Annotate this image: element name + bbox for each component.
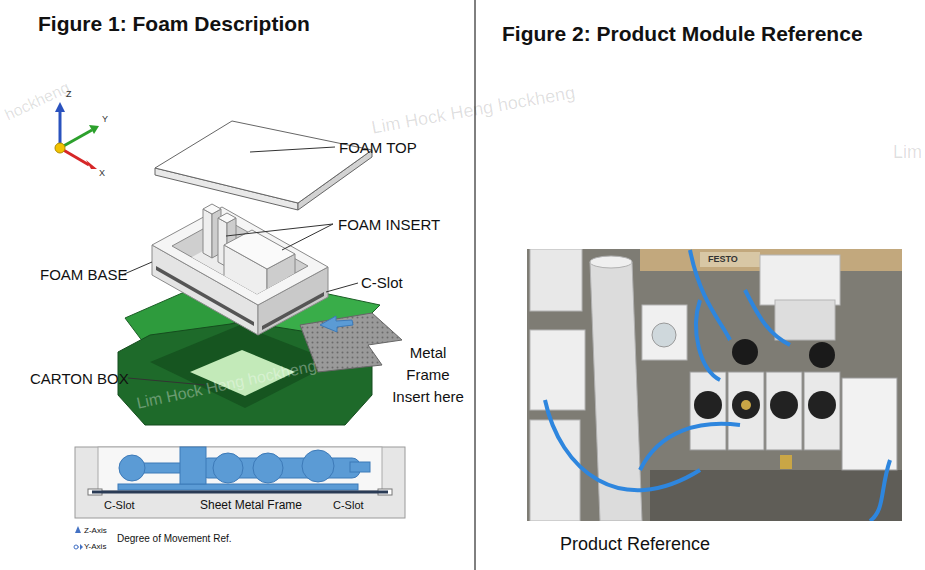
product-part — [213, 453, 243, 483]
z-axis-line — [59, 110, 62, 148]
photo-knob — [770, 391, 798, 419]
panel-heading: Figure 2: Product Module Reference — [502, 22, 863, 46]
part-label: Metal Frame Insert here — [388, 342, 468, 408]
photo-tube — [745, 290, 790, 345]
part-label: FOAM INSERT — [338, 216, 440, 233]
photo-valve — [766, 372, 802, 450]
photo-knob — [694, 391, 722, 419]
axis-letter: X — [99, 168, 105, 178]
leader-line — [326, 283, 358, 292]
photo-tube — [870, 460, 890, 521]
photo-valve — [842, 378, 897, 470]
photo-valve — [804, 372, 840, 450]
photo-bowl — [652, 323, 676, 347]
legend-sample — [80, 544, 83, 550]
photo-cylinder — [590, 262, 642, 521]
foam-top — [155, 121, 372, 203]
legend-sample — [75, 526, 81, 533]
photo-fitting — [780, 455, 792, 469]
photo-block — [530, 330, 585, 410]
legend-sample — [74, 545, 78, 549]
axis-origin — [55, 143, 65, 153]
insert-arrow — [320, 316, 353, 332]
photo-knob — [808, 391, 836, 419]
product-part — [302, 450, 334, 482]
photo-knob — [732, 339, 758, 365]
figure-title: Figure 1: Foam Description — [38, 12, 310, 36]
product-plate — [118, 484, 358, 490]
watermark: hockheng — [2, 79, 73, 125]
foam-insert-post — [218, 213, 236, 223]
z-axis-head — [55, 102, 65, 112]
photo-tube — [640, 424, 740, 470]
photo-filter — [530, 249, 582, 311]
section-label: Sheet Metal Frame — [200, 499, 302, 513]
y-axis-line — [60, 130, 92, 148]
photo-caption: Product Reference — [560, 534, 710, 555]
photo-tube — [545, 400, 700, 490]
watermark: Lim Hock Heng hockheng — [135, 357, 318, 413]
product-part — [143, 463, 183, 473]
legend-text: Y-Axis — [84, 542, 106, 551]
legend-heading: Degree of Movement Ref. — [117, 533, 232, 545]
sheet-metal-frame — [92, 491, 388, 494]
foam-section — [75, 447, 405, 518]
product-part — [119, 455, 145, 481]
section-label: C-Slot — [104, 499, 135, 512]
foam-insert-block — [224, 230, 295, 269]
photo-knob — [809, 342, 835, 368]
watermark: Lim Hock Heng hockheng — [370, 82, 577, 138]
section-label: C-Slot — [333, 499, 364, 512]
brand-text: FESTO — [708, 254, 738, 264]
photo-knob — [732, 391, 760, 419]
product-part — [350, 462, 370, 472]
legend-text: Z-Axis — [84, 526, 107, 535]
part-label: FOAM TOP — [339, 139, 417, 156]
product-part — [253, 453, 283, 483]
photo-background — [527, 249, 902, 521]
leader-line — [282, 224, 333, 250]
product-part — [180, 447, 206, 484]
part-label: C-Slot — [361, 274, 403, 291]
photo-valve — [690, 372, 726, 450]
part-label: FOAM BASE — [40, 266, 128, 283]
leader-line — [226, 224, 333, 236]
photo-valve — [728, 372, 764, 450]
photo-brand-area — [700, 252, 760, 267]
photo-filter — [642, 305, 687, 360]
foam-insert-post — [203, 209, 212, 258]
foam-base-rim — [152, 207, 328, 305]
photo-fitting — [741, 400, 751, 410]
foam-insert-post — [203, 204, 221, 214]
axis-letter: Y — [102, 114, 108, 124]
photo-cylinder-cap — [590, 256, 632, 268]
photo-solenoid — [760, 255, 840, 305]
foam-cavity — [98, 447, 382, 491]
x-axis-head — [86, 160, 97, 169]
part-label: CARTON BOX — [30, 370, 129, 387]
photo-tube — [696, 300, 720, 380]
photo-solenoid — [775, 300, 835, 340]
watermark: Lim — [893, 142, 922, 163]
y-axis-head — [89, 125, 99, 134]
leader-line — [250, 147, 335, 152]
panel-divider — [475, 0, 476, 570]
